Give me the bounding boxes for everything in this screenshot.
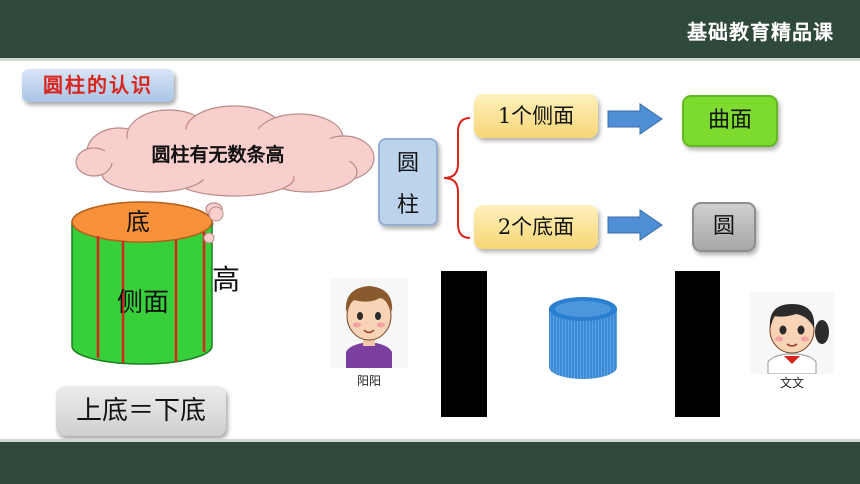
curved-surface-result: 曲面 [682,95,778,147]
brand-title: 基础教育精品课 [687,20,834,44]
boy-name: 阳阳 [356,374,381,388]
cylinder-side-label: 侧面 [116,288,169,318]
diagram-root-box: 圆 柱 [378,138,438,226]
circle-result: 圆 [692,202,756,252]
header-divider [0,58,860,61]
side-surface-label: 1个侧面 [474,94,598,138]
header-bar: 基础教育精品课 [0,0,860,58]
footer-bar [0,442,860,484]
cloud-bubble [75,105,375,230]
brace-icon [443,117,471,239]
video-player[interactable] [441,271,720,417]
cylinder-base-label: 底 [126,208,150,236]
cylinder-illustration [71,201,224,365]
cylinder-height-label: 高 [212,263,241,296]
girl-avatar-icon [750,292,834,375]
rotating-cylinder-icon [549,297,617,379]
base-surface-label: 2个底面 [474,205,598,249]
girl-name: 文文 [779,376,804,390]
video-canvas [487,271,675,417]
base-equality-box: 上底＝下底 [56,386,226,436]
arrow-right-icon [607,103,663,135]
diagram-root-char: 圆 [396,151,419,176]
cloud-text: 圆柱有无数条高 [151,144,285,166]
footer-divider [0,439,860,442]
section-title: 圆柱的认识 [22,69,174,102]
boy-avatar-icon [330,278,408,368]
arrow-right-icon [607,209,663,241]
diagram-root-char: 柱 [396,193,419,218]
